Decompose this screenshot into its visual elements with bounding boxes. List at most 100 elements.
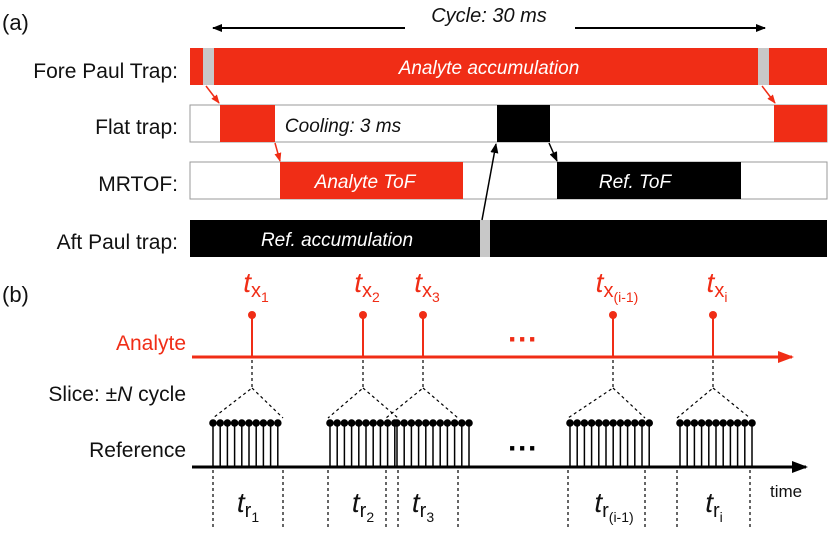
reference-point: [274, 419, 282, 427]
reference-time-label: tr1: [237, 487, 259, 525]
analyte-point: [709, 311, 717, 319]
panel-b-label: (b): [2, 282, 29, 307]
reference-point: [631, 419, 639, 427]
reference-point: [414, 419, 423, 427]
panel-b: (b) Analyte Slice: ±N cycle Reference ti…: [2, 267, 808, 530]
fore-gap-1: [203, 48, 214, 85]
analyte-time-label: tx1: [243, 267, 269, 305]
reference-point: [216, 419, 224, 427]
reference-point: [340, 419, 349, 427]
reference-time-label: tr2: [352, 487, 374, 525]
analyte-tof-label: Analyte ToF: [314, 172, 417, 193]
fore-gap-2: [758, 48, 769, 85]
reference-point: [362, 419, 370, 427]
reference-point: [712, 419, 720, 427]
reference-point: [355, 419, 363, 427]
reference-point: [705, 419, 713, 427]
reference-point: [223, 419, 232, 427]
reference-point: [436, 419, 445, 427]
reference-point: [238, 419, 246, 427]
ref-accumulation-label: Ref. accumulation: [261, 230, 413, 251]
reference-point: [443, 419, 452, 427]
analyte-point: [359, 311, 367, 319]
ref-tof-label: Ref. ToF: [599, 172, 673, 193]
reference-point: [266, 419, 275, 427]
reference-point: [609, 419, 617, 427]
analyte-label: Analyte: [116, 332, 186, 355]
analyte-events: tx1 tx2 tx3 tx(i-1) txi: [243, 267, 727, 357]
analyte-point: [248, 311, 256, 319]
row-label-fore-paul-trap: Fore Paul Trap:: [33, 60, 178, 83]
reference-point: [383, 419, 392, 427]
reference-point: [326, 419, 334, 427]
analyte-point: [419, 311, 427, 319]
reference-ellipsis: ···: [508, 432, 538, 465]
transfer-arrow-flat-to-mrtof: [274, 142, 282, 162]
reference-point: [587, 419, 596, 427]
mrtof-analyte-seg: [280, 162, 463, 199]
reference-point: [245, 419, 253, 427]
slice-brackets: [212, 360, 751, 530]
slice-label: Slice: ±N cycle: [48, 383, 186, 406]
reference-point: [573, 419, 581, 427]
reference-point: [230, 419, 239, 427]
reference-point: [429, 419, 437, 427]
slice-bracket: [676, 360, 751, 419]
slice-bracket: [327, 360, 399, 419]
reference-point: [616, 419, 625, 427]
flat-trap-red-seg-1: [220, 105, 275, 142]
analyte-time-label: txi: [707, 267, 728, 305]
reference-events: [209, 419, 756, 467]
reference-point: [400, 419, 409, 427]
reference-point: [580, 419, 589, 427]
reference-point: [645, 419, 653, 427]
time-label: time: [770, 482, 802, 501]
transfer-arrow-flat-to-mrtof-ref: [548, 142, 558, 162]
reference-point: [623, 419, 632, 427]
cooling-label: Cooling: 3 ms: [285, 116, 402, 137]
reference-point: [333, 419, 342, 427]
transfer-arrow-fore-to-flat-1: [205, 85, 220, 104]
reference-point: [422, 419, 430, 427]
reference-point: [465, 419, 473, 427]
reference-point: [602, 419, 610, 427]
aft-gap: [480, 220, 490, 257]
reference-point: [458, 419, 466, 427]
cycle-label: Cycle: 30 ms: [431, 5, 547, 27]
analyte-ellipsis: ···: [508, 323, 538, 356]
reference-point: [209, 419, 217, 427]
reference-point: [450, 419, 459, 427]
reference-point: [407, 419, 416, 427]
transfer-arrow-aft-to-flat: [481, 143, 499, 221]
reference-point: [252, 419, 260, 427]
reference-point: [638, 419, 646, 427]
slice-bracket: [385, 360, 459, 419]
mrtof-ref-seg: [557, 162, 741, 199]
panel-a: (a) Cycle: 30 ms Fore Paul Trap: Analyte…: [2, 5, 828, 257]
reference-time-label: tr(i-1): [594, 487, 633, 525]
analyte-time-label: tx(i-1): [596, 267, 639, 305]
panel-a-label: (a): [2, 10, 29, 35]
row-label-flat-trap: Flat trap:: [95, 116, 178, 139]
reference-label: Reference: [89, 439, 186, 462]
reference-point: [690, 419, 699, 427]
reference-point: [733, 419, 742, 427]
analyte-time-label: tx2: [354, 267, 380, 305]
reference-point: [347, 419, 356, 427]
reference-point: [741, 419, 749, 427]
reference-point: [566, 419, 574, 427]
reference-point: [595, 419, 603, 427]
reference-point: [719, 419, 727, 427]
row-label-aft-paul-trap: Aft Paul trap:: [57, 231, 178, 254]
transfer-arrow-fore-to-flat-2: [761, 85, 776, 104]
flat-trap-red-seg-2: [774, 105, 827, 142]
reference-point: [376, 419, 385, 427]
slice-bracket: [567, 360, 646, 419]
analyte-time-label: tx3: [414, 267, 440, 305]
reference-point: [369, 419, 378, 427]
reference-point: [697, 419, 706, 427]
row-label-mrtof: MRTOF:: [98, 173, 178, 196]
reference-time-label: tr3: [412, 487, 434, 525]
